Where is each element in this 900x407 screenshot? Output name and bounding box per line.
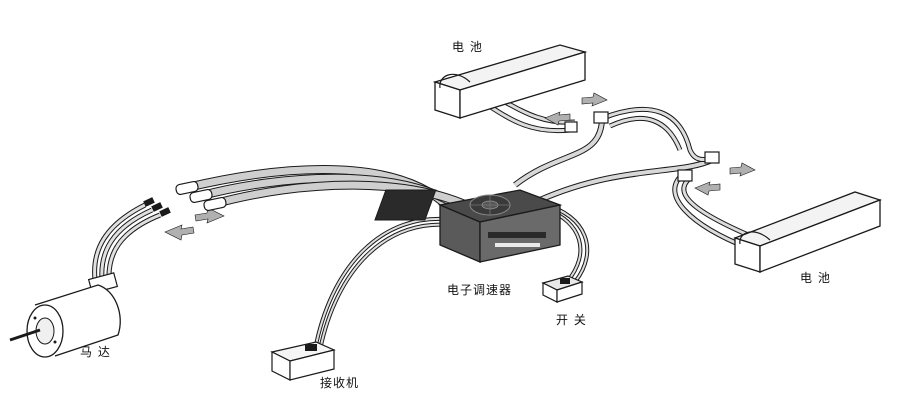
battery-right bbox=[733, 191, 882, 273]
esc-motor-wires bbox=[175, 165, 483, 216]
receiver-label: 接收机 bbox=[320, 376, 360, 390]
battery-right-label: 电 池 bbox=[800, 271, 831, 285]
switch-label: 开 关 bbox=[556, 313, 587, 327]
motor-connector-arrows bbox=[164, 207, 225, 241]
battery-connector-arrows bbox=[544, 92, 756, 196]
battery-top-label: 电 池 bbox=[452, 40, 483, 54]
motor-label: 马 达 bbox=[80, 345, 111, 359]
receiver-wire bbox=[313, 216, 459, 351]
esc bbox=[374, 189, 563, 263]
esc-label: 电子调速器 bbox=[447, 283, 513, 297]
switch bbox=[541, 275, 584, 303]
receiver bbox=[270, 341, 336, 381]
motor bbox=[9, 197, 171, 358]
battery-top bbox=[432, 44, 588, 119]
battery-lead-wires bbox=[464, 82, 761, 251]
